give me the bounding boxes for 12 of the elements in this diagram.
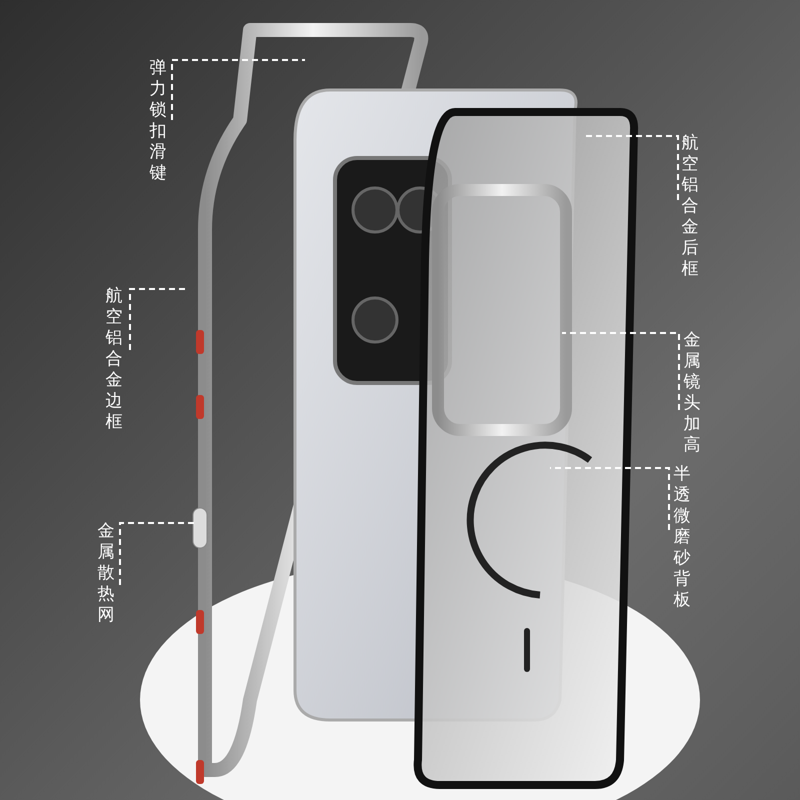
leader-line bbox=[562, 332, 680, 410]
callout-label: 航空铝合金边框 bbox=[105, 286, 123, 433]
callout-label: 弹力锁扣滑键 bbox=[149, 58, 167, 184]
leader-line bbox=[550, 467, 670, 530]
callout-label: 金属散热网 bbox=[97, 521, 115, 626]
callout-label: 半透微磨砂背板 bbox=[673, 464, 691, 611]
callout-label: 航空铝合金后框 bbox=[681, 133, 699, 280]
leader-line bbox=[119, 522, 195, 585]
callout-label: 金属镜头加高 bbox=[683, 330, 701, 456]
leader-line bbox=[585, 135, 679, 200]
leader-line bbox=[171, 59, 305, 120]
leader-line bbox=[129, 288, 188, 350]
